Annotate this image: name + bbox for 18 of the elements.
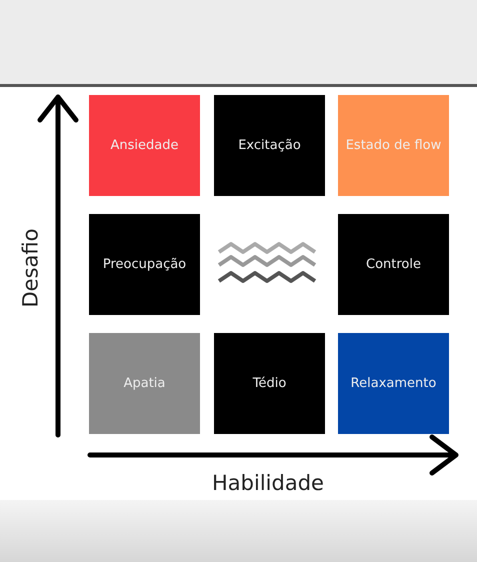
state-label: Preocupação [102,256,188,274]
quadrant-box [214,95,325,196]
quadrant-box [214,333,325,434]
y-axis-label: Desafio [18,228,42,308]
quadrant-box [338,95,449,196]
x-axis-label: Habilidade [212,471,324,495]
state-label: Estado de flow [344,136,442,154]
quadrant-box [89,214,200,315]
state-label: Tédio [252,374,288,392]
state-label: Controle [365,256,422,274]
state-label: Apatia [122,374,166,392]
quadrant-box [89,95,200,196]
state-label: Excitação [237,136,302,154]
state-label: Relaxamento [350,374,438,392]
quadrant-box [89,333,200,434]
state-label: Ansiedade [110,136,180,154]
quadrant-box [338,333,449,434]
quadrant-box [338,214,449,315]
